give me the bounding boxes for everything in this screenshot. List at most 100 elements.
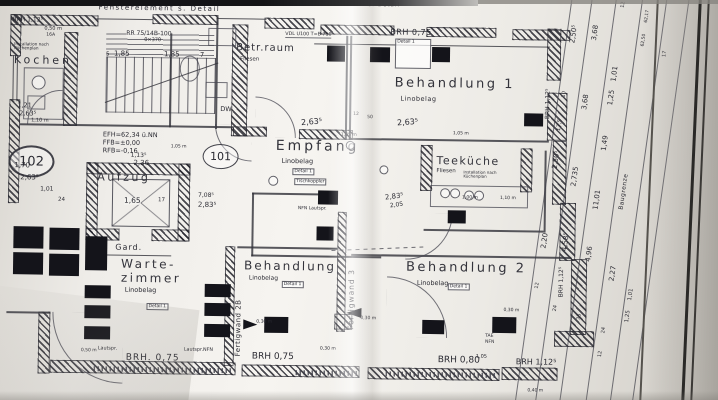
dimension-label: 4,58⁵ (560, 232, 571, 252)
door-arc (405, 212, 453, 261)
dimension-label: 0,30 m (360, 316, 377, 322)
dimension-label: 2,36 (133, 158, 150, 168)
window-line (96, 18, 153, 21)
empfang-floor: Linobelag (281, 156, 314, 166)
elevation-mark: 62,17 (643, 9, 651, 24)
chair-block (204, 302, 231, 317)
dimension-label: 10 (560, 90, 568, 98)
dimension-label: 3,68 (589, 24, 601, 41)
tischkoppler-box: Tischkoppler (294, 178, 327, 186)
stair-sublabel: 0×370 (144, 36, 162, 44)
dimension-label: 16A (46, 32, 56, 38)
detail-box: Detail 1 (447, 283, 470, 291)
stair-dim: 1,85 (113, 49, 130, 58)
dimension-label: 1,70 (14, 161, 31, 170)
dimension-label: 3,68 (580, 93, 591, 111)
equipment-block (524, 113, 544, 127)
dimension-label: 1,05 (475, 353, 488, 360)
scan-edge-top (478, 0, 718, 4)
room-label-betrraum: Betr.raum (236, 42, 295, 55)
brh-behandlung-l: BRH 0,75 (251, 351, 294, 363)
chair-block (84, 305, 111, 319)
dimension-label: 17 (661, 50, 669, 58)
equipment-block (447, 210, 466, 224)
dimension-label: 2,20 (539, 232, 550, 249)
brh-behandlung1-right: BRH 1,12⁵ (544, 88, 552, 120)
baugrenze-label: Baugrenze (617, 173, 630, 211)
dimension-label: 24 (57, 196, 66, 203)
wall-segment (512, 29, 571, 41)
dimension-label: 2,50⁵ (550, 150, 562, 170)
dimension-label: 1,10 m (500, 195, 516, 202)
chair-block (204, 323, 231, 338)
dimension-label: 0,30 m (256, 319, 273, 325)
elevator-depth: 17 (157, 197, 166, 204)
chair-block (204, 283, 231, 298)
room-label-gard: Gard. (115, 242, 143, 252)
dimension-label: 1,49 (599, 134, 610, 152)
room-label-kochen: Kochen (13, 53, 73, 67)
shaft-box (208, 27, 237, 47)
dimension-label: 24 (600, 326, 608, 334)
kitchen-sink-circle (31, 75, 46, 90)
table-block (13, 226, 44, 249)
wall-arrow (346, 307, 362, 319)
detail-box: Detail 1 (281, 280, 304, 289)
window-pier-block (431, 47, 451, 63)
dimension-label: 1,05 m (340, 132, 357, 138)
detail-box: Detail 1 (292, 168, 314, 176)
dimension-label: 12 (533, 281, 541, 290)
dimension-label: 2,63⁵ (396, 116, 419, 128)
dimension-label: 1,05 m (170, 144, 187, 150)
dimension-label: 12 (353, 111, 359, 117)
wall-line (348, 137, 549, 143)
hob-circle (450, 188, 461, 199)
wall-line (6, 311, 51, 314)
dimension-label: 2,05 (389, 200, 404, 210)
lautsprecher: Lautspr. (97, 346, 118, 352)
dimension-chain-line (580, 0, 645, 400)
window-line (216, 17, 267, 20)
dimension-label: 2,735 (569, 166, 581, 187)
wall-line (348, 35, 352, 140)
dimension-label: 4,96 (584, 245, 595, 263)
equipment-block (422, 319, 445, 335)
dimension-label: 0,50 m (80, 348, 97, 354)
dimension-label: 0,30 m (319, 346, 336, 352)
door-arc (254, 96, 297, 139)
dimension-label: 1,10 m (31, 117, 49, 124)
dimension-label: 50 (367, 115, 373, 121)
room-tag-101: 101 (202, 143, 239, 170)
betrraum-floor: Fliesen (239, 56, 260, 63)
table-block (84, 236, 108, 271)
table-block (49, 227, 80, 251)
elevator-width: 1,65 (123, 195, 141, 205)
room-tag-101-text: 101 (210, 149, 232, 164)
wall-segment (37, 311, 51, 374)
room-label-teekueche: Teeküche (436, 154, 500, 168)
wall-segment (152, 14, 219, 26)
dw-label: DW (220, 105, 232, 114)
symbol-circle (379, 165, 389, 175)
equipment-block (317, 190, 339, 205)
teekueche-floor: Fliesen (436, 168, 456, 175)
fertigwand2b-label: Fertigwand 2B (233, 299, 243, 357)
symbol-circle (345, 140, 355, 150)
wc-sink (205, 81, 228, 99)
wartezimmer-floor: Linobelag (124, 285, 157, 295)
equipment-block (492, 316, 517, 334)
stair-dim-small: 5 (105, 51, 110, 58)
behandlung-l-floor: Linobelag (248, 274, 279, 282)
dimension-label: 1,25 (623, 309, 632, 323)
room-label-behandlung1: Behandlung 1 (394, 75, 516, 93)
brh-behandlung2: BRH 0,80 (437, 355, 480, 366)
vdl-note: VDL U100 T=B 710 (285, 31, 332, 39)
chair-block (84, 326, 111, 340)
dimension-label: 0,30 m (503, 308, 520, 314)
dimension-label: 1,01 (627, 288, 635, 302)
dimension-label: 2,83⁵ (197, 200, 217, 210)
nfn-lautsprecher: NFN Lautspr. (297, 206, 327, 212)
dimension-label: 1,01 (40, 185, 54, 193)
room-label-aufzug: Aufzug (97, 170, 151, 185)
